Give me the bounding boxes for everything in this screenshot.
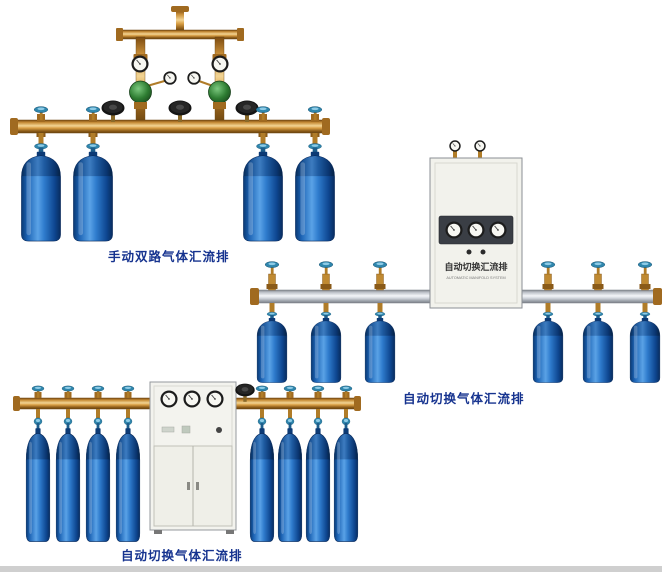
shutoff-valve (540, 261, 556, 275)
door-handle (196, 482, 199, 490)
cylinder-station (73, 106, 113, 242)
shutoff-valve (264, 261, 280, 275)
auto-switch-tall-cabinet-illustration (13, 381, 361, 543)
cylinder-station (277, 385, 303, 543)
valve-handwheel (235, 100, 259, 122)
gas-cylinder (55, 417, 81, 543)
cabinet-sticker (161, 426, 175, 433)
manifold-header-pipe (10, 118, 330, 135)
cylinder-station (55, 385, 81, 543)
cylinder-station (25, 385, 51, 543)
shutoff-valve (121, 385, 135, 398)
gas-cylinder (305, 417, 331, 543)
shutoff-valve (255, 106, 271, 120)
caption-auto-switch-manifold: 自动切换气体汇流排 (403, 392, 525, 406)
cylinder-station (295, 106, 335, 242)
gas-cylinder (115, 417, 141, 543)
pressure-gauge (160, 390, 178, 408)
shutoff-valve (637, 261, 653, 275)
cylinder-station (249, 385, 275, 543)
cabinet-label-en: AUTOMATIC MANIFOLD SYSTEM (446, 276, 505, 280)
caption-manual-dual-manifold: 手动双路气体汇流排 (108, 250, 230, 264)
indicator-button (466, 249, 472, 255)
shutoff-valve (255, 385, 269, 398)
gas-cylinder (582, 311, 614, 383)
cylinder-station (243, 106, 283, 242)
pressure-gauge (489, 221, 507, 239)
pressure-gauge (211, 55, 229, 73)
shutoff-valve (372, 261, 388, 275)
gas-cylinder (532, 311, 564, 383)
valve-handwheel (168, 100, 192, 122)
indicator-button (480, 249, 486, 255)
cylinder-station (364, 261, 396, 383)
cabinet-label-cn: 自动切换汇流排 (444, 261, 507, 272)
gas-cylinder (277, 417, 303, 543)
cylinder-station (582, 261, 614, 383)
cylinder-station (532, 261, 564, 383)
shutoff-valve (33, 106, 49, 120)
manual-dual-manifold-illustration (10, 6, 335, 242)
shutoff-valve (91, 385, 105, 398)
shutoff-valve (318, 261, 334, 275)
cabinet-sticker (181, 425, 191, 434)
cabinet-foot (226, 530, 234, 534)
pressure-gauge (449, 140, 461, 152)
cylinder-station (256, 261, 288, 383)
shutoff-valve (311, 385, 325, 398)
pressure-gauge (163, 71, 177, 85)
shutoff-valve (283, 385, 297, 398)
gas-cylinder (21, 143, 61, 242)
cabinet-foot (154, 530, 162, 534)
pressure-gauge (131, 55, 149, 73)
gas-cylinder (629, 311, 661, 383)
pressure-gauge (183, 390, 201, 408)
page-bottom-border (0, 566, 662, 572)
shutoff-valve (61, 385, 75, 398)
shutoff-valve (339, 385, 353, 398)
gas-cylinder (333, 417, 359, 543)
valve-handwheel (101, 100, 125, 122)
regulator-right (208, 80, 231, 104)
pressure-gauge (474, 140, 486, 152)
gas-cylinder (364, 311, 396, 383)
cabinet-knob (216, 427, 222, 433)
control-cabinet: 自动切换汇流排 AUTOMATIC MANIFOLD SYSTEM (429, 140, 523, 309)
shutoff-valve (85, 106, 101, 120)
door-handle (187, 482, 190, 490)
auto-switch-manifold-illustration: 自动切换汇流排 AUTOMATIC MANIFOLD SYSTEM (250, 140, 662, 383)
pressure-regulators (129, 55, 231, 109)
shutoff-valve (590, 261, 606, 275)
pressure-gauge (445, 221, 463, 239)
cylinder-station (333, 385, 359, 543)
regulator-left (129, 80, 152, 104)
shutoff-valve (31, 385, 45, 398)
cylinder-station (115, 385, 141, 543)
cylinder-station (305, 385, 331, 543)
gas-cylinder (73, 143, 113, 242)
pressure-gauge (187, 71, 201, 85)
control-cabinet (149, 381, 237, 534)
caption-auto-switch-tall-cabinet: 自动切换气体汇流排 (121, 549, 243, 563)
gas-cylinder (85, 417, 111, 543)
shutoff-valve (307, 106, 323, 120)
gas-cylinder (25, 417, 51, 543)
gas-cylinder (249, 417, 275, 543)
cylinder-station (629, 261, 661, 383)
cylinder-station (85, 385, 111, 543)
pressure-gauge (206, 390, 224, 408)
cylinder-station (21, 106, 61, 242)
cylinder-station (310, 261, 342, 383)
pressure-gauge (467, 221, 485, 239)
